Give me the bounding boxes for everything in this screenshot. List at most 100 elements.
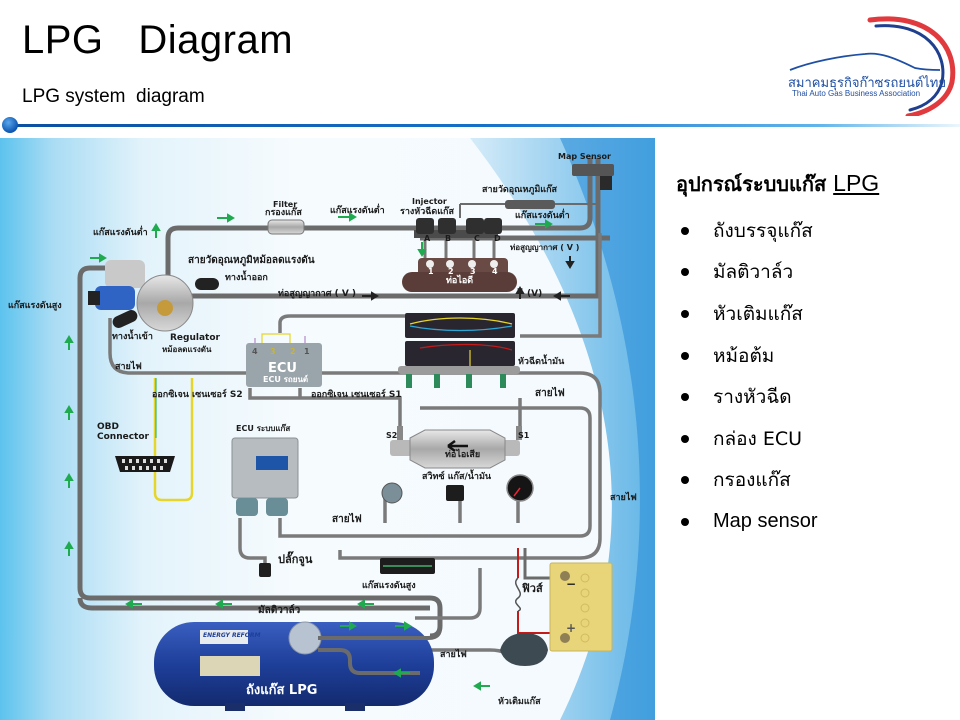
component-label: หม้อต้ม: [713, 344, 775, 367]
pipe-high-pressure-left: [77, 265, 240, 601]
label-ecu-pin-3: 3: [270, 347, 276, 356]
bullet-icon: [681, 393, 689, 402]
divider-bullet-icon: [2, 117, 18, 133]
component-item: หม้อต้ม: [676, 335, 956, 377]
gas-injector-rail-graphic: [414, 218, 502, 260]
components-panel: อุปกรณ์ระบบแก๊ส LPG ถังบรรจุแก๊ส มัลติวา…: [676, 168, 956, 543]
logo-swoosh-red: [867, 16, 956, 116]
obd-wire: [153, 378, 194, 502]
diagram-graphics: [64, 138, 655, 720]
wire-tank-right: [415, 568, 482, 620]
label-injector-th: รางหัวฉีดแก๊ส: [400, 207, 454, 217]
label-injector-d: D: [494, 234, 501, 243]
component-item: มัลติวาล์ว: [676, 252, 956, 294]
label-filter-th: กรองแก๊ส: [265, 208, 302, 218]
flow-arrow-left: [473, 681, 490, 691]
wire-ecu-gas: [278, 406, 592, 538]
slide-title: LPG Diagram: [22, 18, 294, 62]
flow-arrow-up: [151, 223, 161, 238]
map-sensor-graphic: [572, 164, 614, 190]
label-car-ecu: ECU รถยนต์: [263, 375, 309, 384]
label-obd-connector: OBD Connector: [97, 422, 149, 443]
flow-arrow-left: [393, 668, 410, 678]
label-gas-fuel-switch: สวิทซ์ แก๊ส/น้ำมัน: [422, 472, 492, 482]
pipe-rail-map: [410, 158, 593, 231]
label-oxygen-sensor-s2: ออกซิเจน เซนเซอร์ S2: [152, 390, 243, 400]
wire-rail-right: [520, 233, 602, 338]
label-injector-c: C: [474, 234, 480, 243]
label-low-pressure-gas: แก๊สแรงดันต่ำ: [93, 228, 148, 238]
components-heading-thai: อุปกรณ์ระบบแก๊ส: [676, 172, 834, 196]
label-regulator-temp-wire: สายวัดอุณหภูมิหม้อลดแรงดัน: [188, 255, 315, 266]
header-divider: [8, 124, 960, 127]
flow-arrow-right: [90, 253, 107, 263]
label-injector-a: A: [424, 234, 431, 243]
component-label: มัลติวาล์ว: [713, 261, 794, 284]
components-heading-lpg: LPG: [833, 170, 880, 196]
label-vacuum-v: (V): [527, 289, 543, 299]
label-intake-manifold: ท่อไอดี: [446, 276, 474, 286]
slide-subtitle: LPG system diagram: [22, 86, 205, 107]
label-wire: สายไฟ: [535, 388, 565, 399]
obd-connector-graphic: [115, 456, 175, 472]
label-wire: สายไฟ: [332, 514, 362, 525]
flow-arrow-right: [535, 219, 553, 229]
bullet-icon: [681, 226, 689, 235]
wire-loop-main: [108, 318, 602, 560]
label-vacuum-hose: ท่อสูญญากาศ ( V ): [278, 289, 357, 299]
component-label: ถังบรรจุแก๊ส: [713, 219, 813, 242]
flow-arrow-right: [338, 212, 357, 222]
vacuum-arrows: [362, 256, 575, 301]
flow-arrow-up: [64, 541, 74, 556]
bullet-icon: [681, 476, 689, 485]
label-regulator-th: หม้อลดแรงดัน: [162, 345, 212, 354]
bullet-icon: [681, 351, 689, 360]
label-multivalve: มัลติวาล์ว: [258, 605, 301, 616]
pipe-tank-upper: [77, 597, 430, 611]
bullet-icon: [681, 517, 689, 526]
flow-arrow-left: [357, 599, 374, 609]
bullet-icon: [681, 309, 689, 318]
component-label: Map sensor: [713, 510, 818, 533]
filter-graphic: [267, 219, 305, 235]
label-injector-b: B: [445, 234, 452, 243]
car-ecu-graphic: [246, 333, 322, 387]
label-battery-plus: +: [566, 621, 577, 635]
label-vacuum-hose: ท่อสูญญากาศ ( V ): [510, 243, 580, 252]
flow-arrow-up: [64, 405, 74, 420]
label-gas-ecu: ECU ระบบแก๊ส: [236, 424, 291, 433]
label-tuning-plug: ปลั๊กจูน: [278, 553, 313, 566]
logo-swoosh-blue: [874, 24, 945, 112]
flow-arrow-left: [215, 599, 232, 609]
label-wire: สายไฟ: [610, 493, 637, 503]
flow-arrow-right: [217, 213, 235, 223]
label-ecu-big: ECU: [268, 361, 297, 376]
label-wire: สายไฟ: [115, 362, 142, 372]
label-gas-temp-wire: สายวัดอุณหภูมิแก๊ส: [482, 185, 558, 195]
label-exhaust-pipe: ท่อไอเสีย: [445, 450, 481, 460]
bullet-icon: [681, 434, 689, 443]
fuel-injector-harness-graphic: [398, 313, 520, 388]
label-ecu-pin-2: 2: [290, 347, 296, 356]
component-label: หัวเติมแก๊ส: [713, 302, 803, 325]
label-lpg-tank: ถังแก๊ส LPG: [246, 683, 318, 698]
flow-arrow-up: [64, 335, 74, 350]
lpg-system-diagram: Map Sensor Filter กรองแก๊ส แก๊สแรงดันต่ำ…: [0, 138, 655, 720]
flow-arrow-right: [340, 621, 357, 631]
component-item: Map sensor: [676, 501, 956, 543]
label-fuel-injectors: หัวฉีดน้ำมัน: [518, 357, 565, 367]
label-s1: S1: [518, 431, 530, 440]
vacuum-arrow-down: [565, 256, 575, 269]
flow-arrow-down: [417, 242, 427, 257]
flow-arrow-right: [395, 621, 412, 631]
lpg-tank-graphic: [154, 621, 442, 711]
flow-arrows: [64, 212, 553, 691]
label-map-sensor: Map Sensor: [558, 152, 611, 161]
regulator-graphic: [88, 260, 219, 332]
battery-wire-red: [517, 548, 555, 634]
logo-name-english: Thai Auto Gas Business Association: [792, 89, 921, 98]
label-low-pressure-gas: แก๊สแรงดันต่ำ: [330, 206, 385, 216]
label-oxygen-sensor-s1: ออกซิเจน เซนเซอร์ S1: [311, 390, 402, 400]
component-item: ถังบรรจุแก๊ส: [676, 210, 956, 252]
component-item: รางหัวฉีด: [676, 376, 956, 418]
